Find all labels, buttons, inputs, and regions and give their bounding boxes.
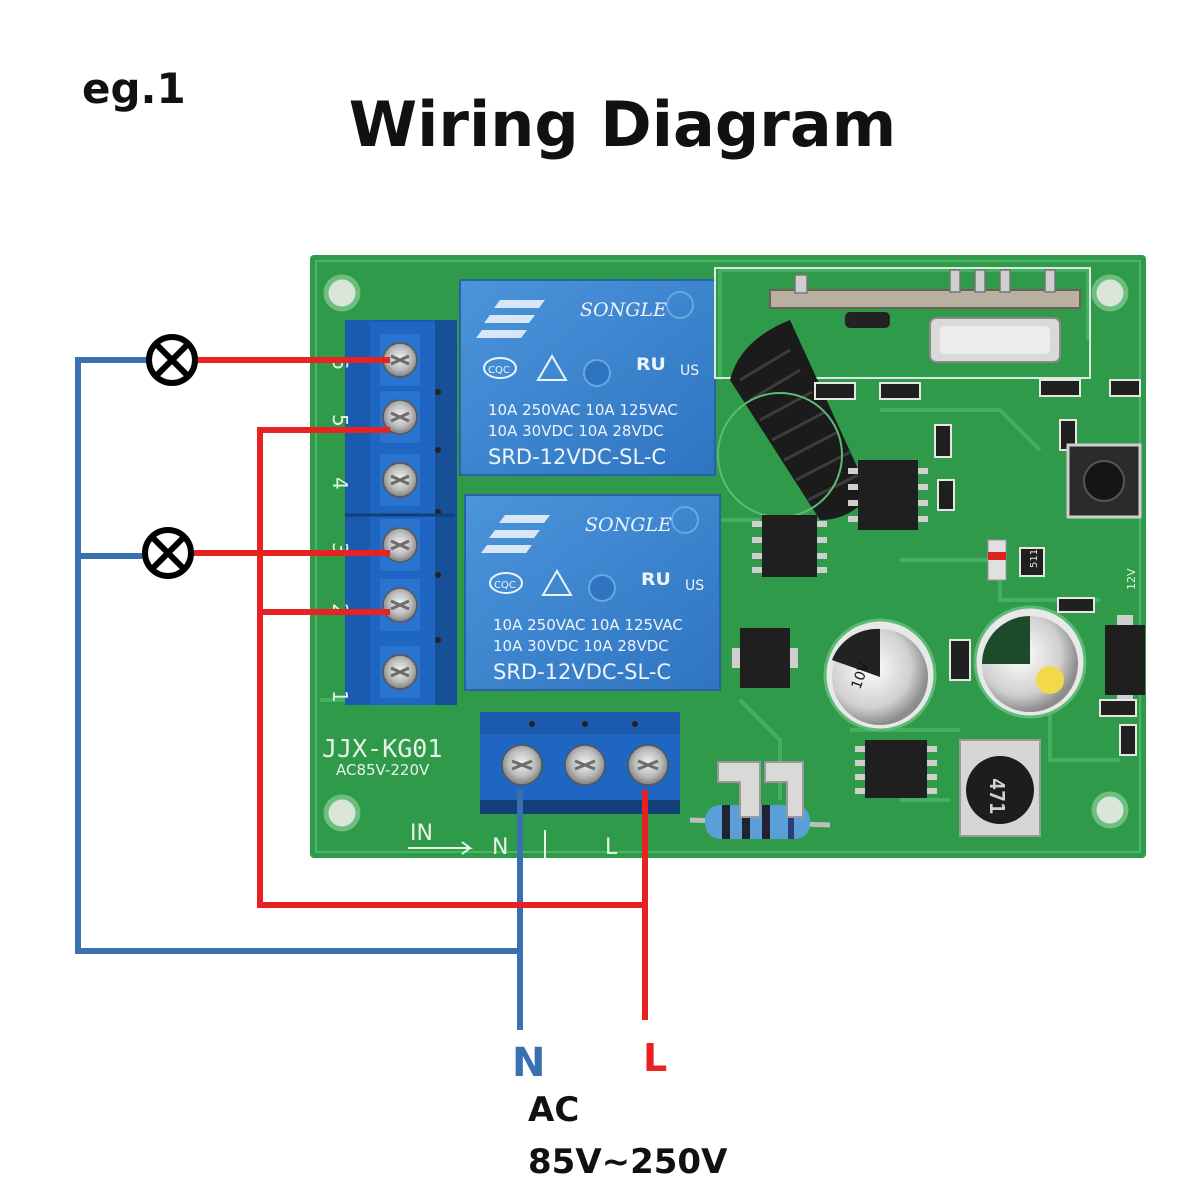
learn-push-button[interactable] — [1066, 443, 1142, 519]
terminal-screws — [380, 334, 420, 698]
mounting-holes — [323, 274, 1129, 832]
relay-2-cert-cqc: CQC — [494, 580, 516, 591]
input-terminal-block — [480, 712, 680, 814]
live-wires — [193, 357, 648, 1020]
inductor-code: 471 — [985, 778, 1009, 814]
ic-chips — [732, 460, 1145, 798]
relay-1-cert-us: US — [680, 363, 699, 379]
resistor — [689, 805, 831, 839]
relay-2-spec-1: 10A 250VAC 10A 125VAC — [493, 616, 683, 634]
rf-receiver-module — [714, 267, 1091, 379]
lamp-1 — [146, 334, 198, 386]
terminal-number-5: 5 — [328, 414, 352, 427]
relay-1-cert-cqc: CQC — [488, 365, 510, 376]
input-n-label: N — [492, 835, 508, 860]
relay-1-brand: SONGLE — [580, 299, 667, 321]
svg-text:ᴿᵁ: ᴿᵁ — [641, 568, 671, 603]
relay-1-spec-2: 10A 30VDC 10A 28VDC — [488, 422, 664, 440]
antenna-coil — [717, 320, 870, 520]
page-title: Wiring Diagram — [348, 88, 897, 161]
relay-1-model: SRD-12VDC-SL-C — [488, 445, 666, 469]
electrolytic-capacitors: 10V — [823, 605, 1087, 732]
terminal-number-4: 4 — [328, 477, 352, 490]
neutral-label: N — [512, 1040, 546, 1086]
relay-2: SONGLE CQC US ᴿᵁ 10A 250VAC 10A 125VAC 1… — [464, 494, 721, 691]
side-marking: 12V — [1125, 568, 1138, 590]
relay-2-brand: SONGLE — [585, 514, 672, 536]
relay-2-cert-us: US — [685, 578, 704, 594]
resistor-code: 511 — [1029, 549, 1040, 568]
smd-components: 511 12V — [814, 379, 1141, 756]
power-inductor: 471 — [959, 739, 1041, 837]
board-rating: AC85V-220V — [336, 761, 430, 779]
relay-2-model: SRD-12VDC-SL-C — [493, 660, 671, 684]
example-label: eg.1 — [82, 64, 186, 113]
supply-type: AC — [528, 1090, 580, 1130]
solder-pads — [717, 761, 804, 818]
relay-1: SONGLE CQC US ᴿᵁ 10A 250VAC 10A 125VAC 1… — [459, 279, 716, 476]
relay-2-spec-2: 10A 30VDC 10A 28VDC — [493, 637, 669, 655]
svg-text:ᴿᵁ: ᴿᵁ — [636, 353, 666, 388]
input-l-label: L — [605, 835, 618, 860]
relay-1-spec-1: 10A 250VAC 10A 125VAC — [488, 401, 678, 419]
lamp-2 — [142, 527, 194, 579]
neutral-wires — [75, 357, 523, 1030]
live-label: L — [643, 1036, 668, 1080]
board-model: JJX-KG01 — [322, 734, 442, 763]
terminal-number-1: 1 — [328, 690, 352, 703]
input-label: IN — [410, 821, 433, 846]
supply-voltage: 85V~250V — [528, 1142, 728, 1182]
output-terminal-block — [345, 320, 457, 705]
